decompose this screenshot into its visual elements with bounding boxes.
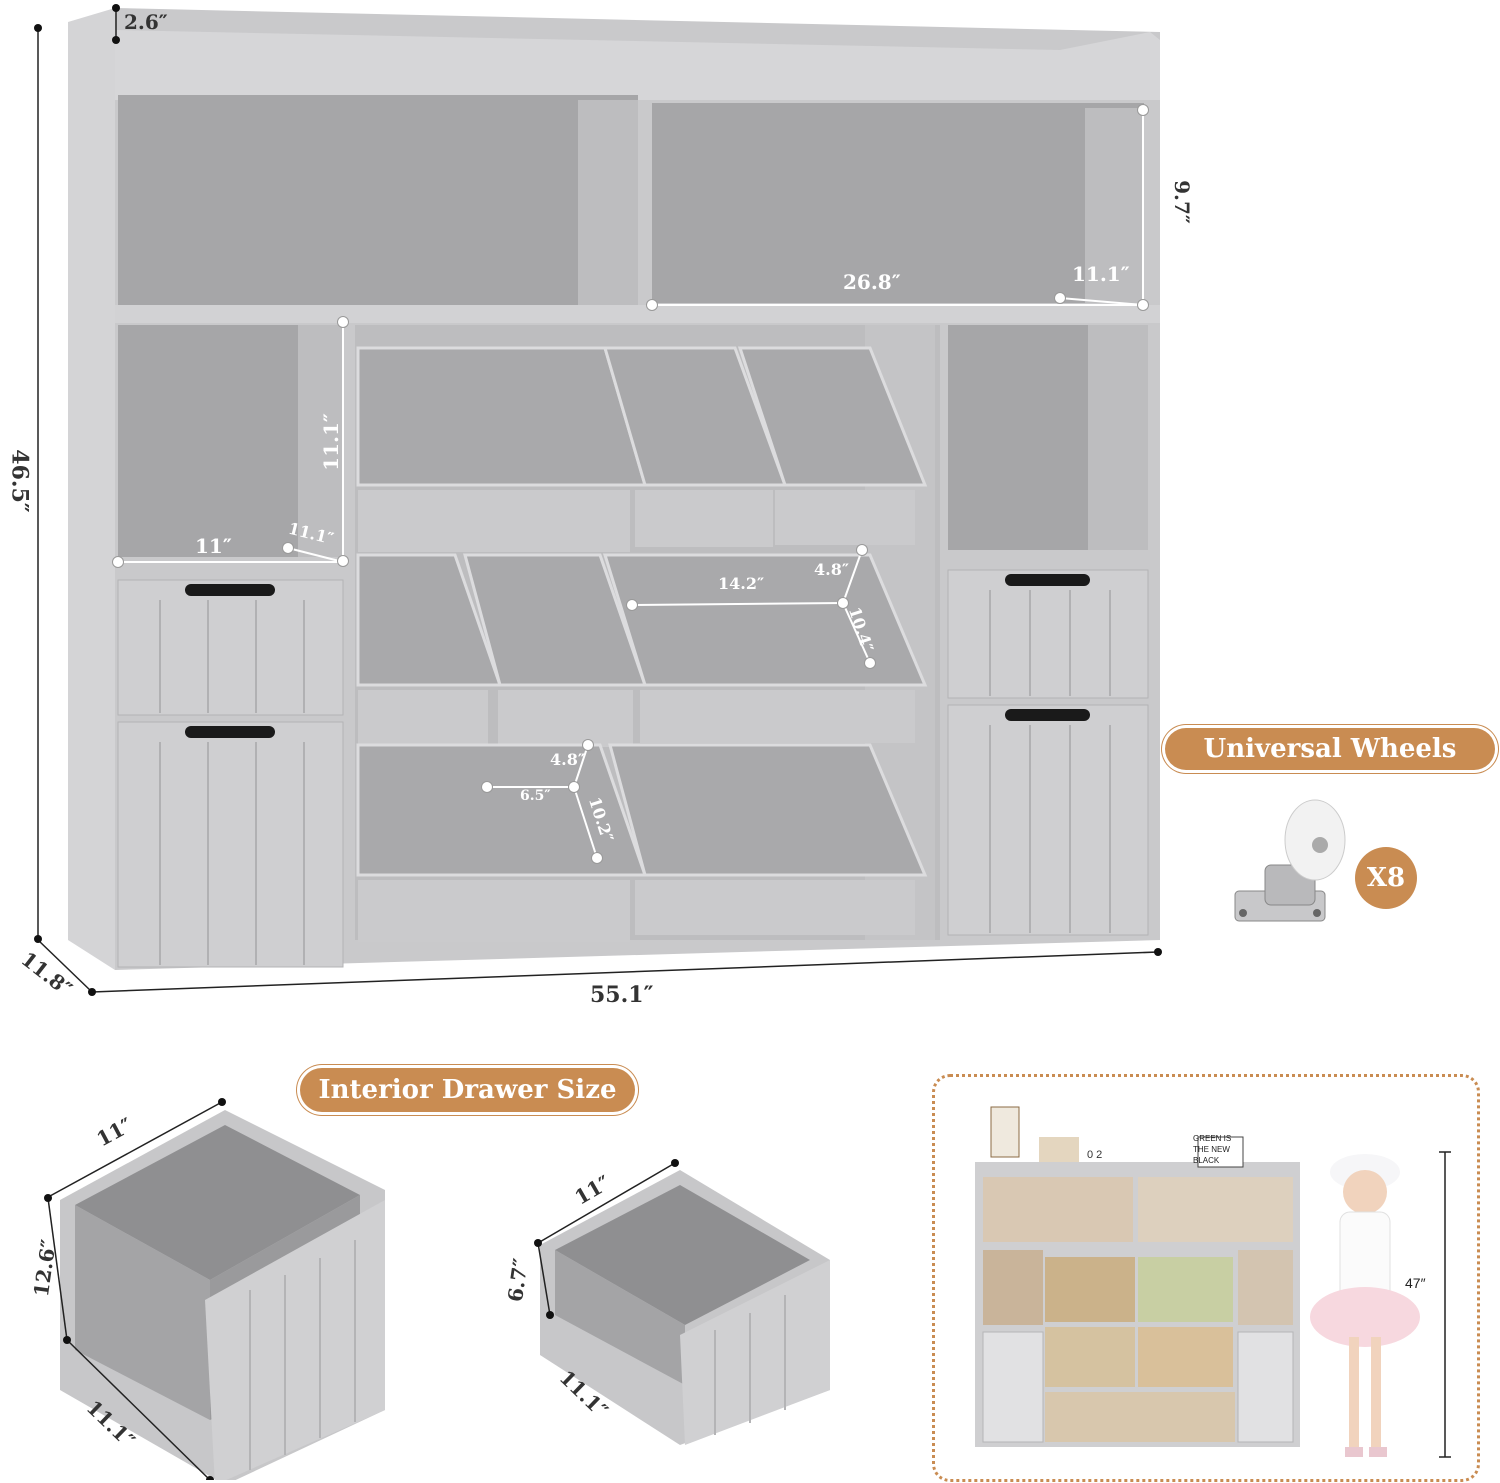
dimension-dot	[647, 300, 657, 310]
bin-small-height-dimension: 4.8″	[550, 750, 585, 769]
dimension-dot	[838, 598, 848, 608]
dimension-dot	[338, 317, 348, 327]
dimension-dot	[338, 556, 348, 566]
dimension-dot	[627, 600, 637, 610]
number-block: 0 2	[1087, 1149, 1103, 1161]
small-drawer-illustration	[534, 1159, 830, 1445]
dimension-dot	[1138, 300, 1148, 310]
interior-drawer-size-label: Interior Drawer Size	[300, 1068, 635, 1112]
dimension-dot	[482, 782, 492, 792]
large-drawer-illustration	[44, 1098, 385, 1480]
dimension-dot	[34, 935, 42, 943]
lifestyle-cabinet-photo	[975, 1106, 1300, 1447]
wheel-count-badge: X8	[1355, 847, 1417, 909]
dimension-dot	[865, 658, 875, 668]
bin-large-width-dimension: 14.2″	[718, 574, 765, 593]
universal-wheels-label: Universal Wheels	[1165, 728, 1495, 770]
dimension-dot	[112, 4, 120, 12]
dimension-dot	[34, 24, 42, 32]
dimension-dot	[569, 782, 579, 792]
dimension-dot	[1138, 105, 1148, 115]
dimension-dot	[1154, 948, 1162, 956]
dimension-dot	[583, 740, 593, 750]
bin-large-height-dimension: 4.8″	[814, 560, 849, 579]
height-measurement-line	[1439, 1151, 1451, 1458]
cubby-height-dimension: 11.1″	[318, 413, 343, 471]
dimension-dot	[1055, 293, 1065, 303]
dimension-dot	[283, 543, 293, 553]
cubby-width-dimension: 11″	[195, 534, 232, 558]
dimension-dot	[112, 36, 120, 44]
caster-wheel-icon	[1234, 799, 1346, 922]
upper-shelf-height-dimension: 9.7″	[1169, 180, 1194, 224]
top-lip-dimension: 2.6″	[124, 10, 168, 34]
dimension-dot	[857, 545, 867, 555]
upper-shelf-width-dimension: 26.8″	[843, 270, 901, 294]
dimension-dot	[88, 988, 96, 996]
lifestyle-photo-frame: GREEN IS THE NEW BLACK 0 2 47″	[932, 1074, 1480, 1482]
upper-shelf-depth-dimension: 11.1″	[1072, 262, 1130, 286]
lifestyle-height-label: 47″	[1405, 1275, 1426, 1291]
sign-text: GREEN IS THE NEW BLACK	[1193, 1134, 1232, 1165]
total-height-dimension: 46.5″	[6, 449, 33, 513]
dimension-dot	[592, 853, 602, 863]
storage-cabinet-illustration	[37, 6, 1160, 993]
bin-small-width-dimension: 6.5″	[520, 788, 551, 804]
dimension-dot	[113, 557, 123, 567]
child-photo	[1310, 1154, 1420, 1457]
total-width-dimension: 55.1″	[590, 982, 654, 1008]
